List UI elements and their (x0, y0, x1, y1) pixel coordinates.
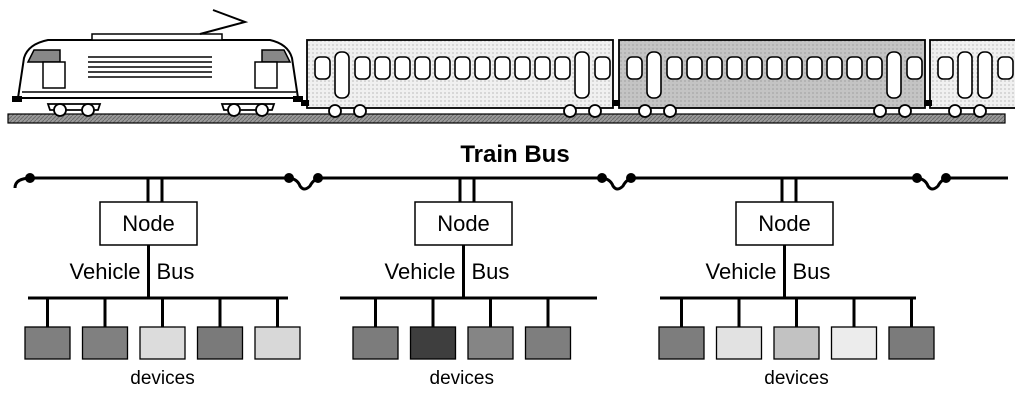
coach-window (626, 56, 643, 80)
coach-door (957, 51, 973, 99)
device (658, 326, 705, 360)
device (467, 326, 514, 360)
train-bus-label: Train Bus (460, 141, 569, 168)
device (81, 326, 129, 360)
coach-door (574, 51, 590, 99)
train-bus-line (13, 176, 1008, 191)
device (715, 326, 763, 360)
coach-window (534, 56, 551, 80)
vehicle-bus-label-left: Vehicle (706, 259, 777, 284)
node-label: Node (758, 211, 811, 236)
coach-window (474, 56, 491, 80)
coach-door (977, 51, 993, 99)
coach-window (314, 56, 331, 80)
coach-window (846, 56, 863, 80)
bus-connector (626, 173, 636, 183)
node-box (99, 201, 198, 246)
coach-window (394, 56, 411, 80)
device (352, 326, 399, 360)
devices-label: devices (130, 368, 194, 389)
coach-window (666, 56, 683, 80)
coach-window (514, 56, 531, 80)
coach-window (594, 56, 611, 80)
node-box (735, 201, 834, 246)
coach-door (646, 51, 662, 99)
bus-connector (941, 173, 951, 183)
coach-window (726, 56, 743, 80)
device (888, 326, 935, 360)
coach-1 (306, 39, 614, 109)
device (24, 326, 71, 360)
node-label: Node (122, 211, 175, 236)
coach-window (686, 56, 703, 80)
bus-connector (284, 173, 294, 183)
coach-2 (618, 39, 926, 109)
coach-window (866, 56, 883, 80)
coach-window (806, 56, 823, 80)
coach-door (334, 51, 350, 99)
node-box (414, 201, 513, 246)
coach-window (434, 56, 451, 80)
devices-label: devices (430, 368, 494, 389)
device (524, 326, 572, 360)
coach-window (706, 56, 723, 80)
device (254, 326, 301, 360)
device (196, 326, 244, 360)
coach-window (937, 56, 954, 80)
coupler (301, 100, 309, 106)
coach-window (826, 56, 843, 80)
track (7, 113, 1006, 124)
device (830, 326, 878, 360)
coach-window (766, 56, 783, 80)
coach-window (494, 56, 511, 80)
coupler (612, 100, 620, 106)
node-label: Node (437, 211, 490, 236)
locomotive (12, 9, 303, 117)
vehicle-bus-label-right: Bus (157, 259, 195, 284)
coach-window (454, 56, 471, 80)
train-illustration (7, 9, 1015, 124)
coach-window (746, 56, 763, 80)
vehicle-bus-label-left: Vehicle (385, 259, 456, 284)
bus-connector (313, 173, 323, 183)
bus-terminator (25, 173, 35, 183)
coach-window (906, 56, 923, 80)
device (409, 326, 457, 360)
coach-window (786, 56, 803, 80)
coach-bogies (328, 104, 987, 118)
coach-window (354, 56, 371, 80)
devices-label: devices (764, 368, 828, 389)
bus-connector (912, 173, 922, 183)
vehicle-bus-label-right: Bus (472, 259, 510, 284)
coach-window (414, 56, 431, 80)
coach-door (886, 51, 902, 99)
vehicle-bus-label-left: Vehicle (70, 259, 141, 284)
device (773, 326, 820, 360)
coach-window (554, 56, 571, 80)
vehicle-bus-label-right: Bus (793, 259, 831, 284)
train-bus: Train Bus (13, 141, 1008, 191)
coach-window (997, 56, 1014, 80)
device (139, 326, 186, 360)
coupler (924, 100, 932, 106)
coach-window (374, 56, 391, 80)
bus-connector (597, 173, 607, 183)
coach-3 (929, 39, 1015, 109)
